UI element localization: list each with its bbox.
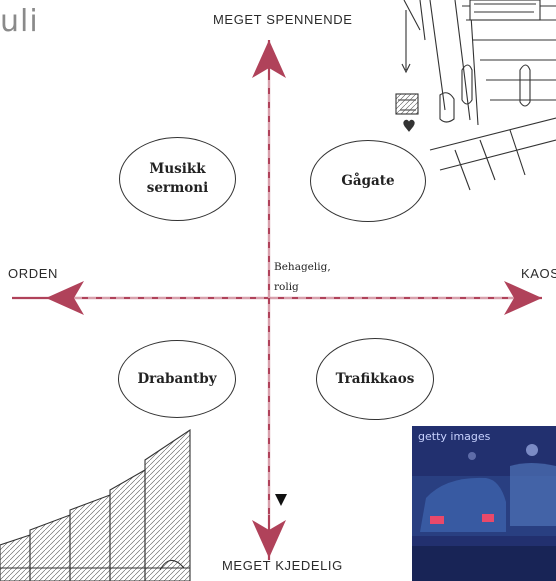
building-sketch [0, 428, 191, 581]
oval-top-right-line-1: Gågate [341, 172, 395, 189]
oval-bottom-left-line-1: Drabantby [137, 370, 217, 387]
center-note-line-1: Behagelig, [274, 261, 331, 273]
oval-top-left-line-1: Musikk [149, 161, 206, 177]
oval-top-right: Gågate [310, 140, 426, 222]
arrow-down [252, 520, 286, 558]
arrow-left [46, 281, 84, 315]
corner-text: uli [0, 4, 39, 39]
oval-top-left: Musikk sermoni [119, 137, 236, 221]
street-sketch [395, 0, 556, 191]
right-axis-label: KAOS [521, 266, 556, 281]
oval-top-left-line-2: sermoni [146, 180, 209, 196]
oval-bottom-right: Trafikkaos [316, 338, 434, 420]
oval-bottom-right-line-1: Trafikkaos [335, 370, 415, 387]
arrow-right [504, 281, 542, 315]
top-axis-label: MEGET SPENNENDE [213, 12, 353, 27]
arrow-up [252, 40, 286, 78]
photo-caption: getty images [418, 430, 491, 443]
oval-bottom-left: Drabantby [118, 340, 236, 418]
traffic-photo: getty images [412, 426, 556, 581]
bottom-axis-label: MEGET KJEDELIG [222, 558, 343, 573]
left-axis-label: ORDEN [8, 266, 58, 281]
center-note-line-2: rolig [274, 281, 299, 293]
traffic-photo-graphic [412, 426, 556, 581]
center-note: Behagelig, rolig [274, 257, 331, 297]
